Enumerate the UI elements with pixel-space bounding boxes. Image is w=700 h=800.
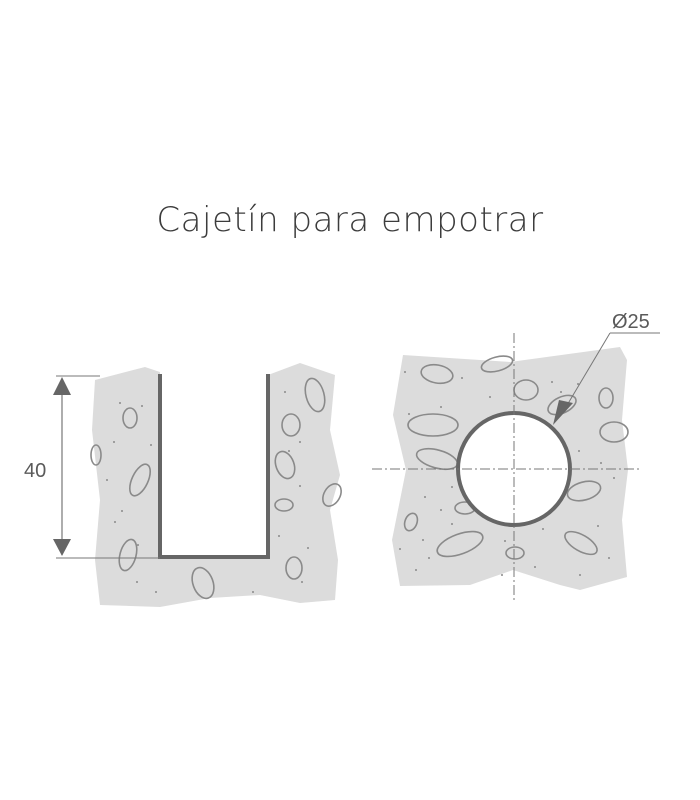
- diameter-label: Ø25: [612, 311, 650, 333]
- dimension-label-40: 40: [24, 460, 46, 482]
- aggregate-stones-right: [403, 355, 629, 560]
- diameter-callout: Ø25: [553, 311, 660, 425]
- dimension-40: 40: [24, 375, 160, 559]
- page-title: Cajetín para empotrar: [156, 200, 544, 240]
- aggregate-dots: [106, 391, 309, 593]
- aggregate-dots-right: [399, 371, 615, 576]
- recess-box-outline: [158, 374, 270, 559]
- left-section-figure: 40: [24, 363, 342, 607]
- right-front-figure: Ø25: [372, 311, 660, 602]
- aggregate-stones: [90, 377, 342, 600]
- center-lines: [372, 333, 640, 602]
- concrete-left-block: [92, 363, 340, 607]
